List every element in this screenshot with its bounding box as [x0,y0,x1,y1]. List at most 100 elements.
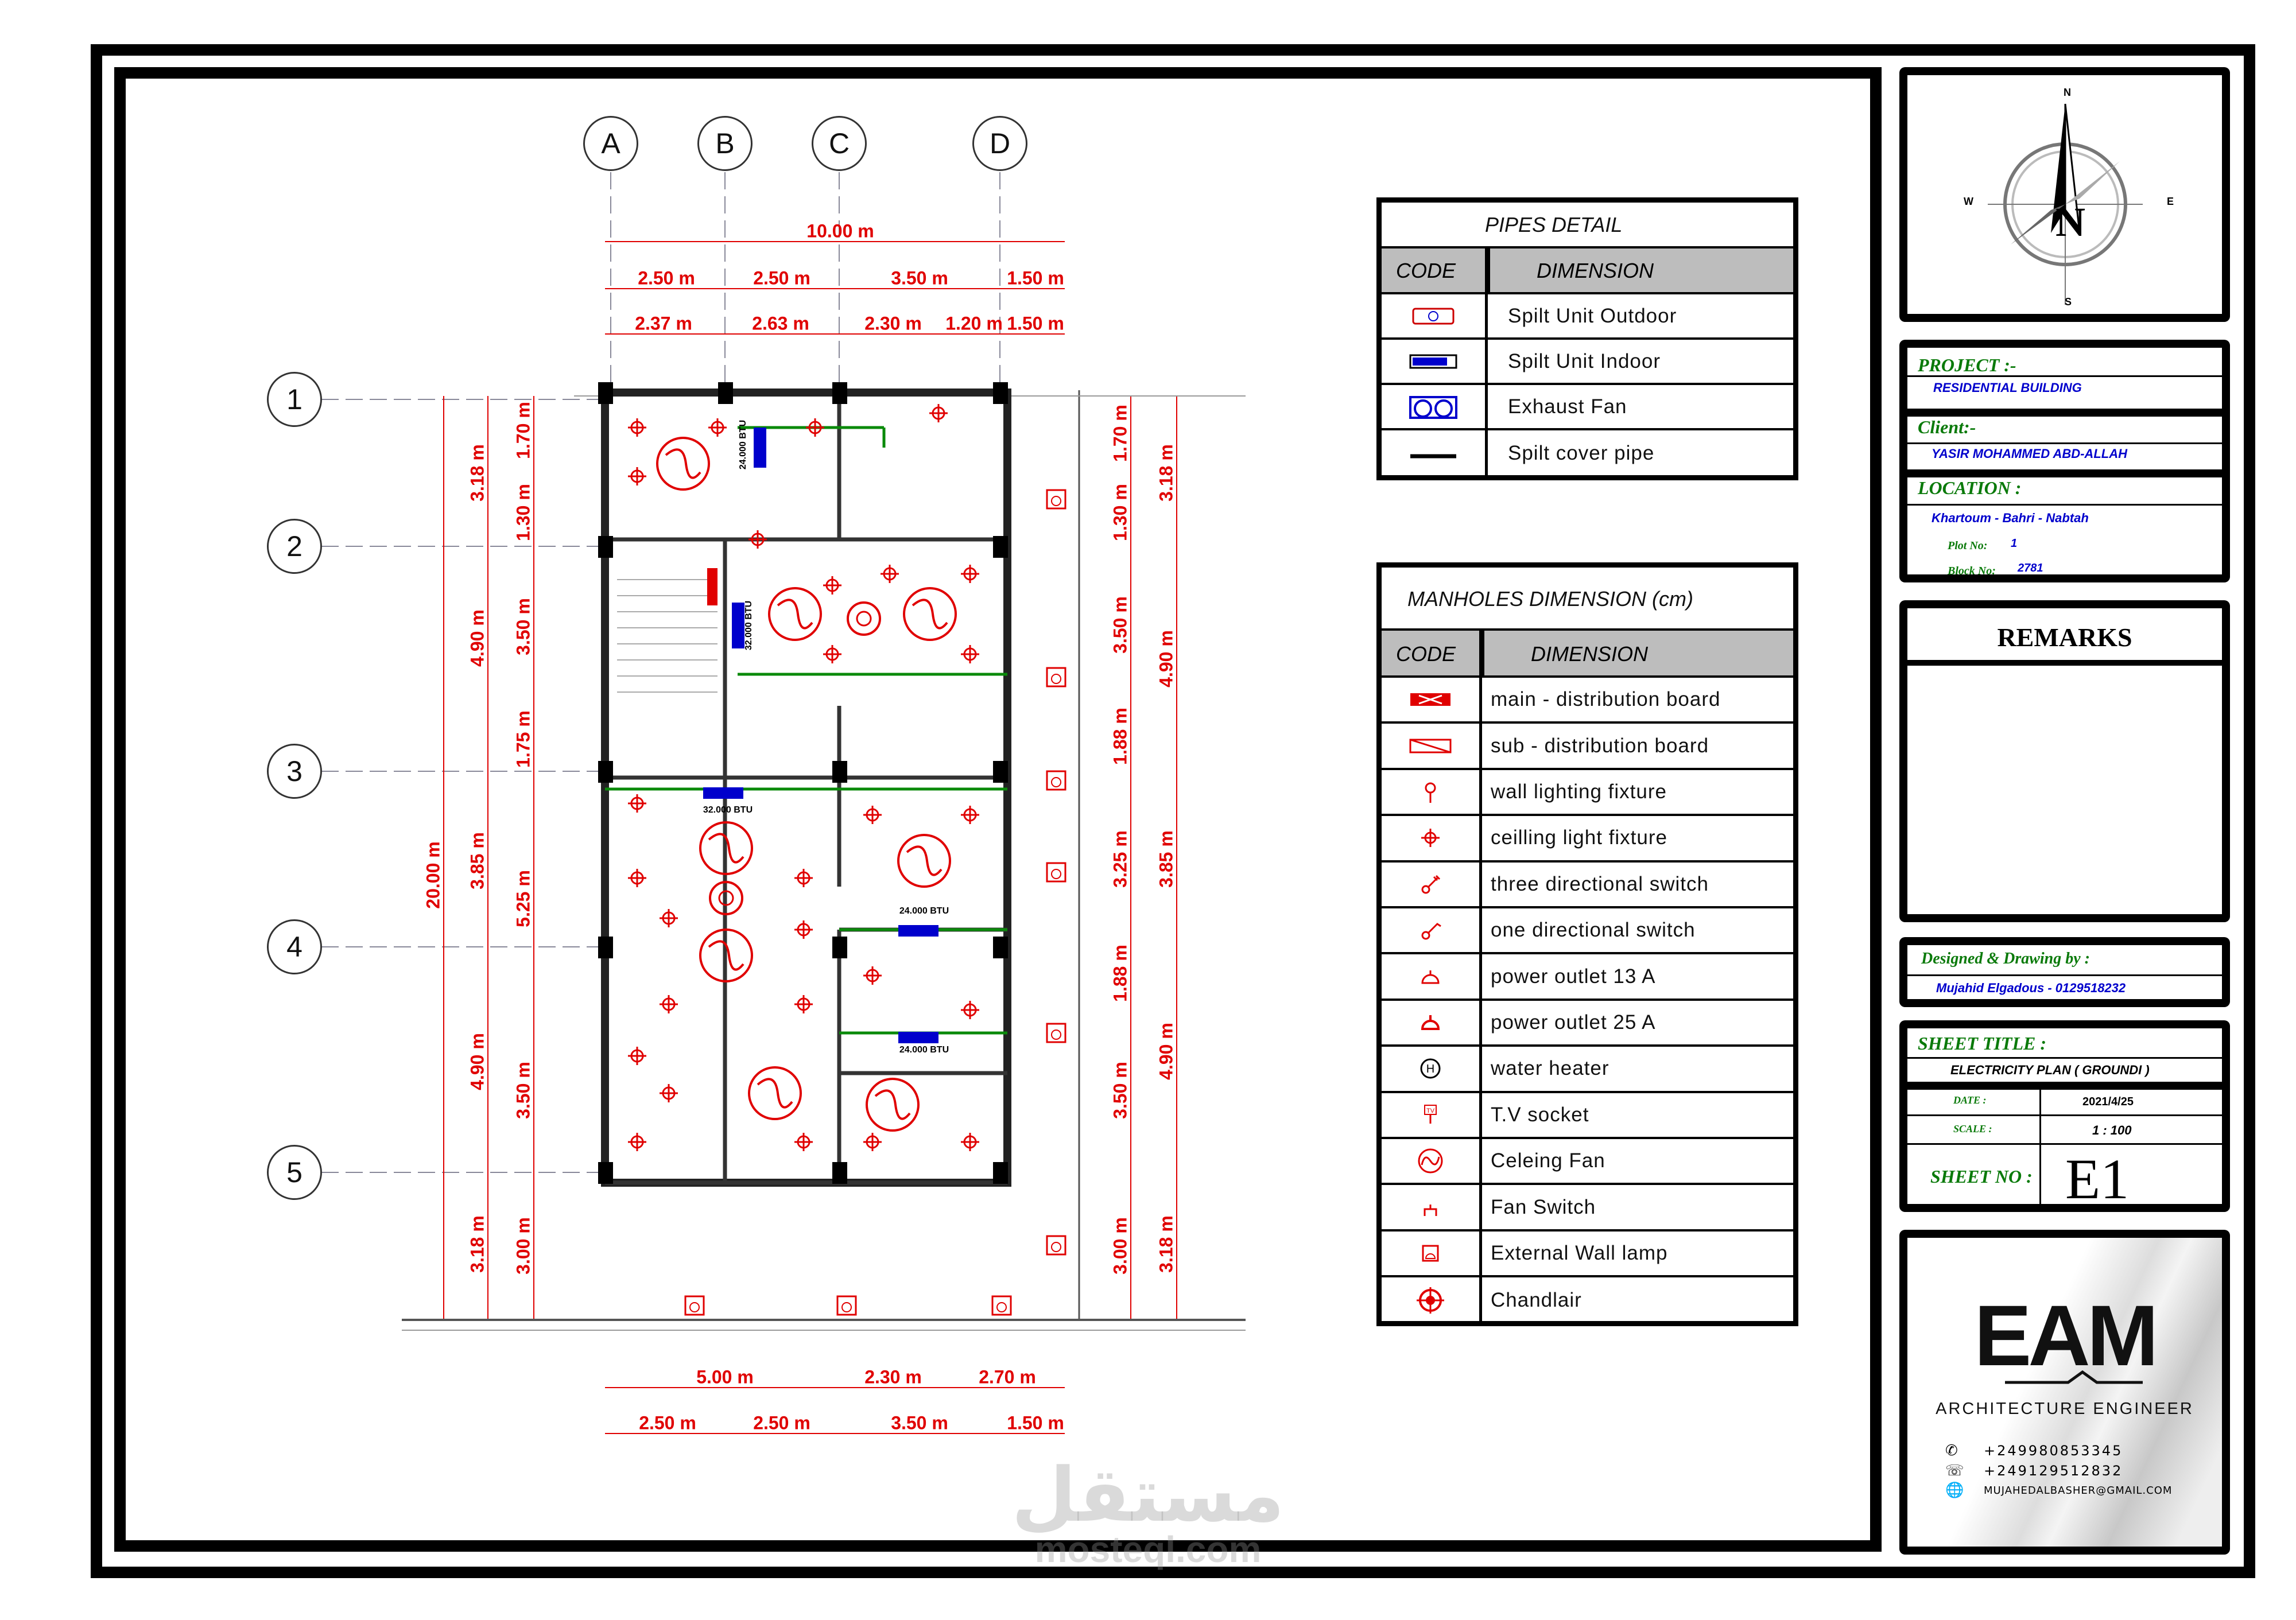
date-value: 2021/4/25 [2082,1095,2134,1108]
ac-capacity-label: 32.000 BTU [703,805,753,815]
remarks-box: REMARKS [1899,600,2230,922]
legend-label: T.V socket [1491,1103,1589,1126]
dimension-label: 3.50 m [513,1062,534,1119]
chandelier-inner [856,611,872,627]
wall-lighting-fixture-icon [1382,770,1482,814]
grid-bubble-row: 3 [267,744,322,799]
dimension-label: 3.50 m [891,267,948,289]
drawing-area-border [114,67,1882,1552]
legend-row: Spilt Unit Outdoor [1382,294,1793,340]
client-label: Client:- [1918,417,1976,437]
dimension-label: 2.50 m [753,267,810,289]
dimension-label: 2.37 m [635,313,692,334]
dimension-label: 2.30 m [864,313,922,334]
sheet-no-value: E1 [2065,1147,2130,1211]
compass-big-n: N [2055,199,2085,245]
external-wall-lamp [1046,770,1066,791]
legend-label: sub - distribution board [1491,734,1709,757]
split-unit-indoor [898,1032,938,1043]
ceiling-fan-icon [1382,1139,1482,1183]
scale-value: 1 : 100 [2092,1123,2132,1137]
external-wall-lamp-bulb [1051,777,1061,787]
project-info-box: PROJECT :- RESIDENTIAL BUILDING Client:-… [1899,340,2230,582]
ceiling-fan [699,821,753,875]
compass-n: N [2064,87,2071,98]
external-wall-lamp-bulb [1051,1030,1061,1040]
legend-label: one directional switch [1491,919,1696,942]
structural-column [718,382,733,404]
designer-box: Designed & Drawing by : Mujahid Elgadous… [1899,937,2230,1007]
whatsapp-number: +249129512832 [1984,1463,2123,1479]
svg-text:TV: TV [1426,1108,1435,1114]
grid-bubble-row: 5 [267,1145,322,1200]
dimension-label: 5.00 m [696,1366,754,1388]
external-wall-lamp-bulb [996,1302,1007,1312]
chandelier-icon [1382,1277,1482,1324]
ac-capacity-label: 24.000 BTU [899,1045,949,1055]
ceiling-fan-blade [708,833,744,864]
dimension-label: 1.20 m [945,313,1003,334]
external-wall-lamp [1046,1235,1066,1256]
structural-column [832,1162,847,1184]
ceiling-fan [748,1066,802,1120]
pipes-detail-table: PIPES DETAIL CODE DIMENSION Spilt Unit O… [1376,197,1798,480]
pipes-detail-title: PIPES DETAIL [1485,213,1623,236]
split-unit-indoor [754,428,766,468]
legend-label: Spilt Unit Indoor [1508,349,1661,372]
structural-column [598,1162,613,1184]
legend-row: Exhaust Fan [1382,385,1793,430]
external-wall-lamp-bulb [1051,1242,1061,1252]
dimension-label: 3.50 m [891,1412,948,1433]
dimension-label: 1.50 m [1007,313,1064,334]
power-outlet-25a-icon [1382,1000,1482,1045]
tv-socket-icon: TV [1382,1093,1482,1137]
grid-bubble-row: 4 [267,919,322,974]
legend-row: Celeing Fan [1382,1139,1793,1186]
watermark: مستقل mosteql.com [1004,1458,1292,1568]
structural-column [832,761,847,783]
dimension-label: 2.70 m [979,1366,1036,1388]
dimension-label: 1.70 m [513,402,534,459]
legend-row: three directional switch [1382,862,1793,908]
compass-icon [1988,103,2143,305]
external-wall-lamp [1046,1023,1066,1043]
split-unit-indoor-icon [1382,340,1488,383]
dimension-label: 20.00 m [422,841,444,909]
phone-icon: ✆ [1945,1442,1958,1459]
exhaust-fan-icon [1382,385,1488,428]
legend-label: Exhaust Fan [1508,395,1627,418]
legend-row: wall lighting fixture [1382,770,1793,817]
structural-column [993,382,1008,404]
sheet-info-box: SHEET TITLE : ELECTRICITY PLAN ( GROUNDI… [1899,1020,2230,1212]
dimension-label: 3.85 m [1155,830,1177,888]
legend-row: External Wall lamp [1382,1231,1793,1278]
external-wall-lamp-bulb [1051,496,1061,506]
split-unit-outdoor-icon [1382,294,1488,337]
legend-row: Spilt Unit Indoor [1382,340,1793,385]
block-value: 2781 [2018,562,2043,574]
block-label: Block No: [1948,565,1996,577]
dimension-label: 3.00 m [1110,1217,1131,1275]
ceiling-fan-blade [874,1089,911,1120]
dimension-label: 10.00 m [806,220,874,242]
ceiling-fan-blade [708,940,744,971]
legend-label: wall lighting fixture [1491,780,1667,803]
dimension-label: 1.30 m [513,484,534,541]
ceiling-fan-blade [777,599,813,630]
grid-bubble-column: D [972,116,1027,171]
dimension-label: 4.90 m [467,1033,488,1090]
ceiling-fan [897,834,951,888]
chandelier [709,881,743,915]
company-logo-box: EAM ARCHITECTURE ENGINEER ✆ +24998085334… [1899,1230,2230,1555]
split-unit-indoor [898,925,938,937]
legend-row: ceilling light fixture [1382,816,1793,863]
location-label: LOCATION : [1918,477,2022,498]
structural-column [598,536,613,558]
main-distribution-board-icon [1382,678,1482,722]
legend-label: main - distribution board [1491,688,1721,711]
structural-column [993,536,1008,558]
remarks-label: REMARKS [1997,623,2132,652]
legend-label: Spilt Unit Outdoor [1508,304,1677,327]
dimension-label: 2.63 m [752,313,809,334]
